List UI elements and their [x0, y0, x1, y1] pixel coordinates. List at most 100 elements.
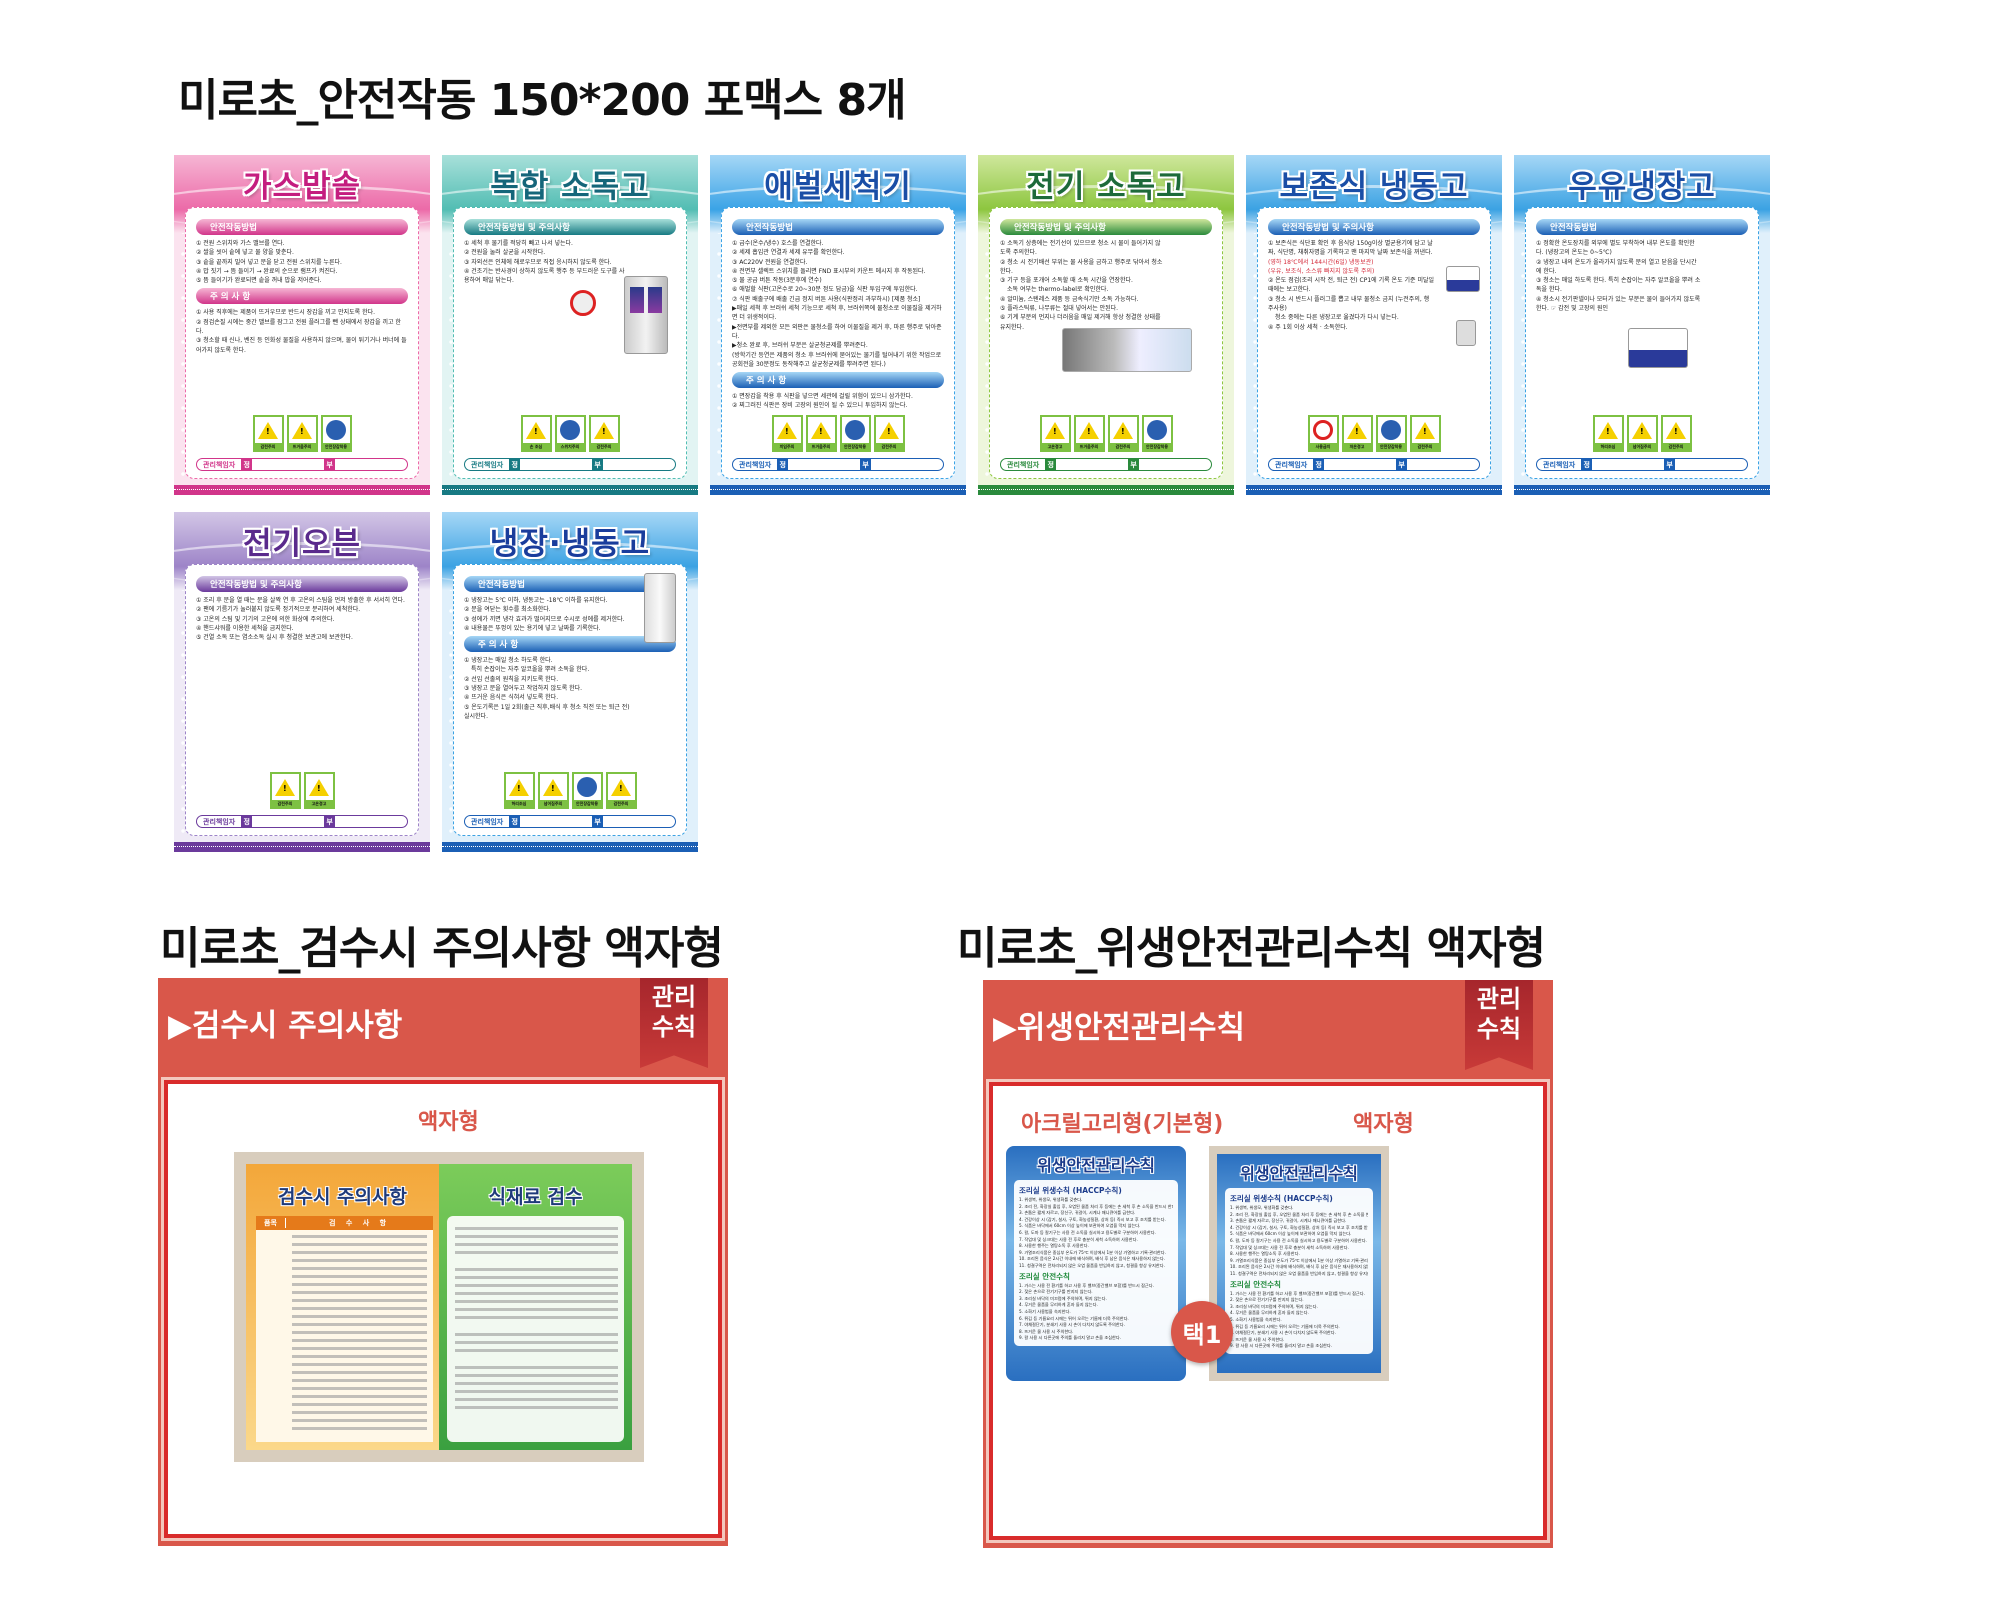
section-heading: 안전작동방법: [196, 219, 408, 235]
safety-sign: 뜨거움주의: [805, 415, 837, 452]
warn-sign-icon: [1041, 417, 1069, 443]
type-label: 액자형: [418, 1110, 479, 1135]
safety-sign: 감전주의: [1409, 415, 1441, 452]
primary-name-blank[interactable]: [520, 459, 592, 470]
secondary-marker: 부: [592, 816, 604, 827]
instruction-line: ① 소독기 상층에는 전기선이 있으므로 청소 시 물이 들어가지 않도록 주의…: [1000, 240, 1161, 257]
section-title-safety-posters: 미로초_안전작동 150*200 포맥스 8개: [178, 75, 907, 126]
section-heading: 안전작동방법 및 주의사항: [464, 219, 676, 235]
cabinet-illustration: [624, 276, 668, 354]
primary-name-blank[interactable]: [1592, 459, 1664, 470]
primary-name-blank[interactable]: [788, 459, 860, 470]
safety-sign-row: 사용금지 저온경고 안전장갑착용감전주의: [1268, 415, 1480, 452]
safety-sign-row: 끼임주의뜨거움주의안전장갑착용감전주의: [732, 415, 944, 452]
instruction-line: ③ 청소할 때 신나, 벤진 등 인화성 물질을 사용하지 않으며, 물이 튀기…: [196, 337, 407, 354]
instruction-line: ③ 기구 등을 포개어 소독할 때 소독 시간을 연장한다.: [1000, 277, 1133, 285]
secondary-name-blank[interactable]: [1407, 459, 1479, 470]
instruction-line: ▶매일 세척 후 브러쉬 세척 기능으로 세척 후, 브러쉬쪽에 물청소로 이물…: [732, 305, 942, 322]
safety-sign: 허리조심: [1592, 415, 1624, 452]
safety-sign: 감전주의: [1660, 415, 1692, 452]
safety-sign: 넘어짐주의: [1626, 415, 1658, 452]
instruction-line: ④ 알미늄, 스텐레스 제품 등 금속식기만 소독 가능하다.: [1000, 295, 1139, 303]
secondary-name-blank[interactable]: [335, 459, 407, 470]
rule-line: 8. 뜨거운 물 사용 시 주의한다.: [1019, 1328, 1074, 1334]
secondary-name-blank[interactable]: [603, 816, 675, 827]
safety-sign-label: 저온경고: [1349, 444, 1365, 449]
safety-sign: 넘어짐주의: [537, 772, 569, 809]
warn-sign-icon: [288, 417, 316, 443]
secondary-name-blank[interactable]: [1675, 459, 1747, 470]
mandatory-circle-icon: [1381, 420, 1401, 440]
safety-sign: 뜨거움주의: [1073, 415, 1105, 452]
poster-content-card: 조리실 위생수칙 (HACCP수칙)1. 위생복, 위생모, 위생화를 갖춘다.…: [1225, 1188, 1373, 1354]
poster-title: 복합 소독고: [490, 169, 650, 205]
primary-name-blank[interactable]: [520, 816, 592, 827]
rule-line: 6. 튀김 등 기름요리 시에는 튀어 오르는 기름에 더욱 주의한다.: [1230, 1323, 1340, 1329]
rule-line: 1. 가스는 사용 전 환기를 하고 사용 후 밸브(중간밸브 포함)를 반드시…: [1019, 1282, 1154, 1288]
rule-line: 7. 작업대 및 싱크대는 사용 전 후로 충분히 세척 소독하여 사용한다.: [1019, 1236, 1138, 1242]
safety-sign: 감전주의: [873, 415, 905, 452]
secondary-marker: 부: [324, 816, 336, 827]
primary-marker: 정: [1045, 459, 1057, 470]
safety-sign-row: 감전주의고온경고: [196, 772, 408, 809]
instruction-line: ① 면장갑을 착용 후 식판을 넣으면 세관에 걸릴 위험이 있으니 삼가한다.: [732, 393, 913, 401]
secondary-name-blank[interactable]: [335, 816, 407, 827]
safety-heading: 조리실 안전수칙: [1019, 1271, 1070, 1281]
safety-sign: 스위치주의: [554, 415, 586, 452]
instruction-line: ⑤ 뜸 들이기가 완료되면 솥을 꺼내 밥을 저어준다.: [196, 277, 322, 285]
poster-left-title: 검수시 주의사항: [278, 1186, 407, 1208]
primary-marker: 정: [509, 816, 521, 827]
poster-title: 전기 소독고: [1026, 169, 1186, 205]
warn-sign-icon: [1343, 417, 1371, 443]
must-sign-icon: [573, 774, 601, 800]
safety-sign-label: 허리조심: [1600, 444, 1616, 449]
instruction-line: ③ 고온의 스팀 및 기기의 고온에 의한 화상에 주의한다.: [196, 615, 335, 623]
warn-sign-icon: [522, 417, 550, 443]
instruction-line: ① 급수(온수/냉수) 호스를 연결한다.: [732, 240, 824, 247]
warning-triangle-icon: [526, 421, 546, 439]
primary-name-blank[interactable]: [1056, 459, 1128, 470]
type-label-frame: 액자형: [1353, 1112, 1414, 1137]
warning-triangle-icon: [1079, 421, 1099, 439]
poster-right-half: 식재료 검수: [439, 1164, 632, 1450]
rule-line: 7. 야채절단기, 분쇄기 사용 시 손이 다치지 않도록 주의한다.: [1019, 1322, 1125, 1328]
instruction-line: ③ 솥을 끝까지 밀어 넣고 문을 닫고 전원 스위치를 누른다.: [196, 258, 342, 266]
instruction-line: ② 냉장고 내의 온도가 올라가지 않도록 문의 열고 닫음을 단시간에 한다.: [1536, 258, 1697, 275]
milk-s-illustration: [1446, 266, 1480, 292]
safety-sign-row: 허리조심 넘어짐주의감전주의: [1536, 415, 1748, 452]
rule-line: 4. 무거운 물품을 무리하게 혼자 들지 않는다.: [1019, 1302, 1098, 1308]
table-header-check: 검 수 사 항: [328, 1219, 391, 1227]
instruction-line: 특히 손잡이는 자주 알코올을 뿌려 소독을 한다.: [471, 666, 590, 674]
safety-sign-label: 사용금지: [1315, 444, 1331, 449]
instruction-line: ① 사용 직후에는 제품이 뜨거우므로 반드시 장갑을 끼고 만지도록 한다.: [196, 309, 376, 317]
secondary-name-blank[interactable]: [603, 459, 675, 470]
safety-sign: 안전장갑착용: [320, 415, 352, 452]
safety-sign: 안전장갑착용: [1375, 415, 1407, 452]
poster-title: 가스밥솥: [242, 169, 362, 205]
rule-line: 10. 조리된 음식은 2시간 이내에 배식하며, 배식 후 남은 음식은 재사…: [1230, 1264, 1368, 1270]
mandatory-circle-icon: [326, 420, 346, 440]
section-heading: 주 의 사 항: [196, 288, 408, 305]
primary-name-blank[interactable]: [1324, 459, 1396, 470]
bottom-stripe: [442, 842, 698, 852]
primary-name-blank[interactable]: [252, 816, 324, 827]
secondary-name-blank[interactable]: [871, 459, 943, 470]
warning-triangle-icon: [258, 421, 278, 439]
secondary-marker: 부: [860, 459, 872, 470]
rule-line: 3. 손톱은 짧게 자르고, 장신구, 귀걸이, 시계나 매니큐어를 금한다.: [1230, 1218, 1347, 1224]
instruction-line: ② 전원을 눌러 살균을 시작한다.: [464, 249, 546, 257]
primary-name-blank[interactable]: [252, 459, 324, 470]
secondary-name-blank[interactable]: [1139, 459, 1211, 470]
